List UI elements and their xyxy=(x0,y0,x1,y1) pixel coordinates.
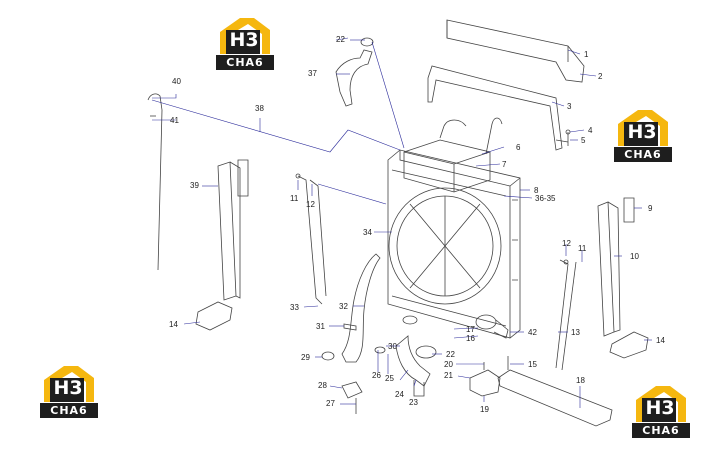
hose-clamp-29 xyxy=(321,351,335,361)
logo-house-icon xyxy=(636,386,686,422)
right-side-plate xyxy=(597,201,621,337)
watermark-logo-top-left: H3 CHA6 xyxy=(214,16,276,74)
callout-labels-left: 40 41 38 39 14 11 12 33 32 31 29 28 27 2… xyxy=(169,35,489,414)
callout-7: 7 xyxy=(502,160,507,169)
right-pad xyxy=(609,331,649,359)
callout-37: 37 xyxy=(308,69,317,78)
callout-34: 34 xyxy=(363,228,372,237)
callout-39: 39 xyxy=(190,181,199,190)
callout-28: 28 xyxy=(318,381,327,390)
callout-19: 19 xyxy=(480,405,489,414)
callout-6: 6 xyxy=(516,143,521,152)
long-pad-18 xyxy=(497,369,613,427)
callout-14-left: 14 xyxy=(169,320,178,329)
callout-20: 20 xyxy=(444,360,453,369)
callout-41: 41 xyxy=(170,116,179,125)
expansion-tank xyxy=(403,139,491,193)
callout-21: 21 xyxy=(444,371,453,380)
callout-16: 16 xyxy=(466,334,475,343)
callout-14-right: 14 xyxy=(656,336,665,345)
logo-mark: H3 xyxy=(645,397,675,419)
callout-24: 24 xyxy=(395,390,404,399)
callout-11-right: 11 xyxy=(578,244,587,253)
clamp-bracket-28 xyxy=(341,381,363,414)
callout-40: 40 xyxy=(172,77,181,86)
callout-42: 42 xyxy=(528,328,537,337)
left-pad xyxy=(195,301,233,331)
callout-23: 23 xyxy=(409,398,418,407)
logo-house-icon xyxy=(618,110,668,146)
callout-4: 4 xyxy=(588,126,593,135)
callout-8: 8 xyxy=(534,186,539,195)
logo-caption: CHA6 xyxy=(40,403,98,418)
callout-30: 30 xyxy=(388,342,397,351)
callout-1: 1 xyxy=(584,50,589,59)
callout-13: 13 xyxy=(571,328,580,337)
drain-fitting xyxy=(475,314,509,339)
mount-bracket-19 xyxy=(469,362,501,397)
callout-11-left: 11 xyxy=(290,194,299,203)
small-block-9 xyxy=(623,197,635,223)
left-support-rod xyxy=(295,173,327,305)
left-side-plate xyxy=(217,161,241,301)
logo-house-icon xyxy=(220,18,270,54)
callout-29: 29 xyxy=(301,353,310,362)
watermark-logo-bottom-left: H3 CHA6 xyxy=(38,364,100,422)
callout-32: 32 xyxy=(339,302,348,311)
callout-3: 3 xyxy=(567,102,572,111)
top-hoses xyxy=(439,117,503,155)
right-support-rod xyxy=(555,259,577,371)
logo-mark: H3 xyxy=(627,121,657,143)
upper-hose xyxy=(335,37,374,107)
dipstick-tube xyxy=(147,93,163,271)
callout-labels-right: 1 2 3 4 5 6 7 8 36-35 9 10 12 11 13 14 4… xyxy=(502,50,665,385)
fittings-30 xyxy=(374,315,418,354)
top-bracket xyxy=(427,65,569,151)
callout-15: 15 xyxy=(528,360,537,369)
bottom-outlet-hose xyxy=(395,335,437,397)
callout-5: 5 xyxy=(581,136,586,145)
callout-33: 33 xyxy=(290,303,299,312)
small-block-top xyxy=(237,159,249,197)
callout-10: 10 xyxy=(630,252,639,261)
logo-caption: CHA6 xyxy=(632,423,690,438)
callout-25: 25 xyxy=(385,374,394,383)
callout-18: 18 xyxy=(576,376,585,385)
callout-31: 31 xyxy=(316,322,325,331)
callout-22-lower: 22 xyxy=(446,350,455,359)
callout-2: 2 xyxy=(598,72,603,81)
callout-22-top: 22 xyxy=(336,35,345,44)
bolt-4-5 xyxy=(565,129,571,146)
callout-17: 17 xyxy=(466,325,475,334)
logo-mark: H3 xyxy=(229,29,259,51)
fitting-31 xyxy=(343,323,357,331)
callout-26: 26 xyxy=(372,371,381,380)
callout-36-35: 36-35 xyxy=(535,194,556,203)
callout-27: 27 xyxy=(326,399,335,408)
callout-9: 9 xyxy=(648,204,653,213)
lower-hose xyxy=(341,253,381,363)
watermark-logo-top-right: H3 CHA6 xyxy=(612,108,674,166)
watermark-logo-bottom-right: H3 CHA6 xyxy=(630,384,692,442)
callout-38: 38 xyxy=(255,104,264,113)
logo-house-icon xyxy=(44,366,94,402)
fan-shroud xyxy=(388,187,502,305)
leader-lines xyxy=(151,37,652,408)
logo-mark: H3 xyxy=(53,377,83,399)
logo-caption: CHA6 xyxy=(614,147,672,162)
logo-caption: CHA6 xyxy=(216,55,274,70)
top-cover-plate xyxy=(446,19,585,83)
radiator-core xyxy=(387,149,521,339)
callout-12-left: 12 xyxy=(306,200,315,209)
callout-12-right: 12 xyxy=(562,239,571,248)
